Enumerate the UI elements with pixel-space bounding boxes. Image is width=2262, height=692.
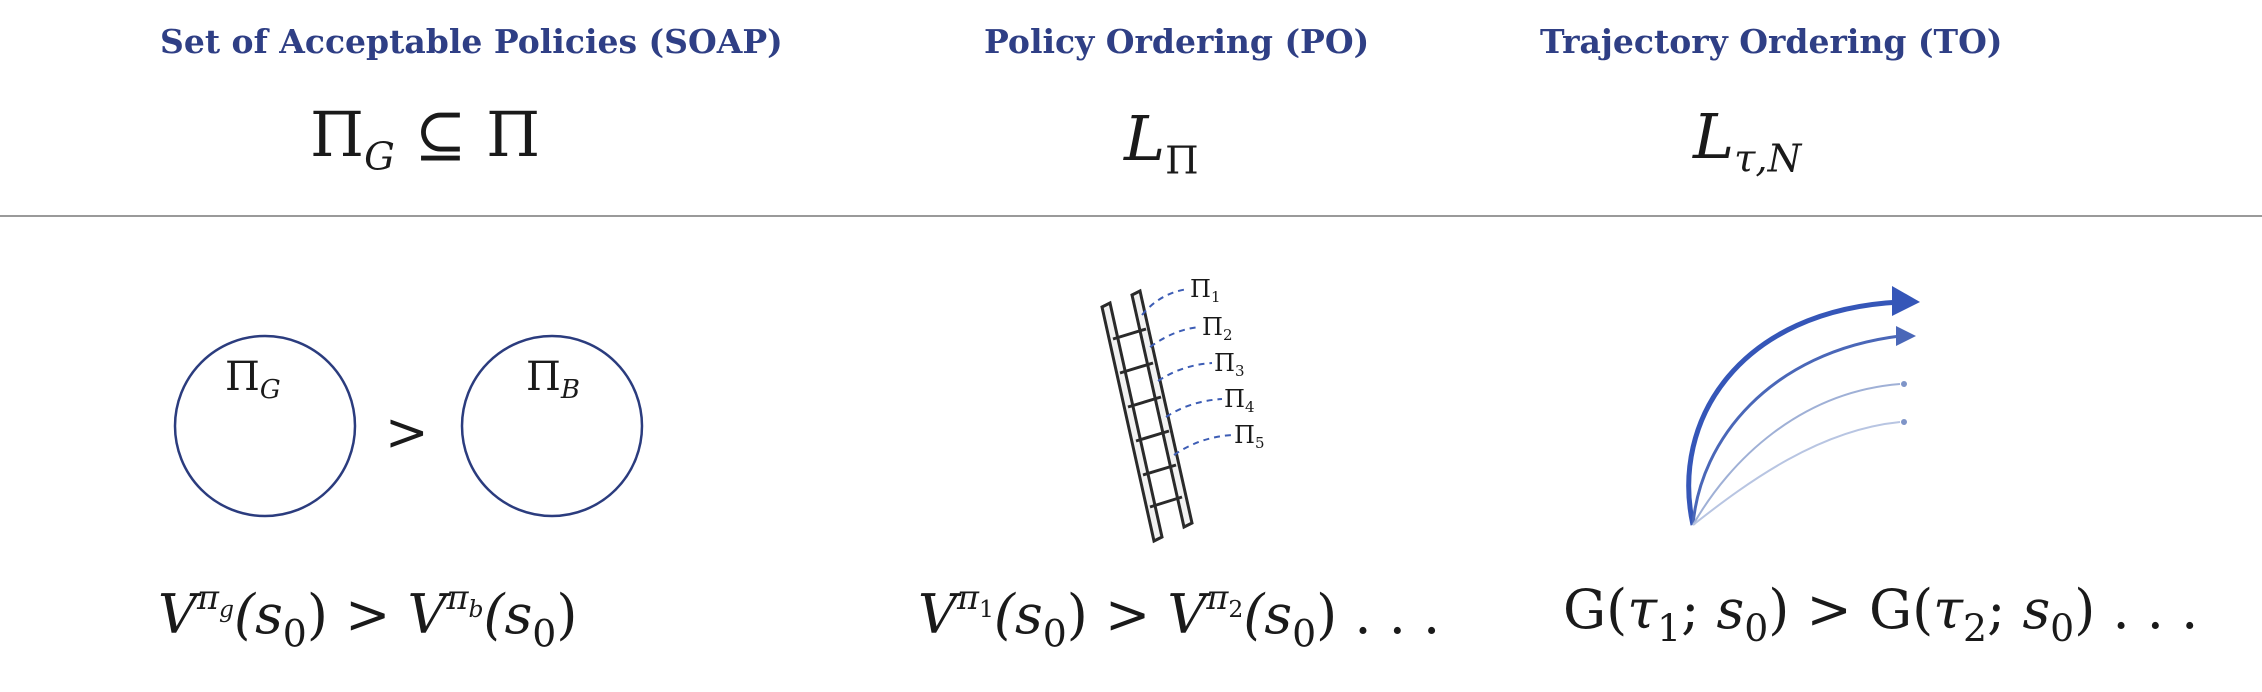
comparator-greater: > (385, 403, 429, 463)
arrowhead-1 (1892, 286, 1920, 316)
formula-trajectory-ordering: Lτ,N (1693, 100, 1802, 182)
header-soap: Set of Acceptable Policies (SOAP) (160, 22, 783, 61)
arrowhead-3 (1901, 381, 1907, 387)
rung-label-1: Π1 (1190, 275, 1220, 306)
rung-label-5: Π5 (1234, 421, 1264, 452)
soap-circle-diagram: ΠG > ΠB (173, 334, 644, 518)
rung-label-2: Π2 (1202, 313, 1232, 344)
rung-label-3: Π3 (1214, 349, 1244, 380)
trajectory-arrow-3 (1692, 383, 1901, 526)
header-trajectory-ordering: Trajectory Ordering (TO) (1540, 22, 2003, 61)
policy-ladder-diagram: Π1 Π2 Π3 Π4 Π5 (1100, 275, 1264, 544)
trajectory-arrows-diagram (1686, 286, 1920, 526)
formula-soap: ΠG ⊆ Π (310, 98, 541, 180)
arrowhead-4 (1901, 419, 1907, 425)
ladder-icon (1100, 288, 1194, 544)
to-return-inequality: G(τ1; s0) > G(τ2; s0) . . . (1563, 578, 2199, 651)
bad-policies-circle (460, 334, 644, 518)
trajectory-arrow-1 (1686, 299, 1901, 526)
bad-policies-label: ΠB (526, 354, 580, 405)
arrowhead-2 (1896, 326, 1916, 346)
trajectory-arrow-2 (1691, 334, 1901, 526)
formula-policy-ordering: LΠ (1124, 102, 1199, 184)
header-policy-ordering: Policy Ordering (PO) (984, 22, 1370, 61)
good-policies-label: ΠG (225, 354, 281, 405)
trajectory-arrow-4 (1692, 421, 1901, 526)
rung-dashes (1141, 288, 1233, 456)
section-divider (0, 215, 2262, 217)
rung-label-4: Π4 (1224, 385, 1254, 416)
soap-value-inequality: Vπg(s0) > Vπb(s0) (158, 578, 578, 656)
good-policies-circle (173, 334, 357, 518)
po-value-inequality: Vπ1(s0) > Vπ2(s0) . . . (918, 578, 1441, 656)
